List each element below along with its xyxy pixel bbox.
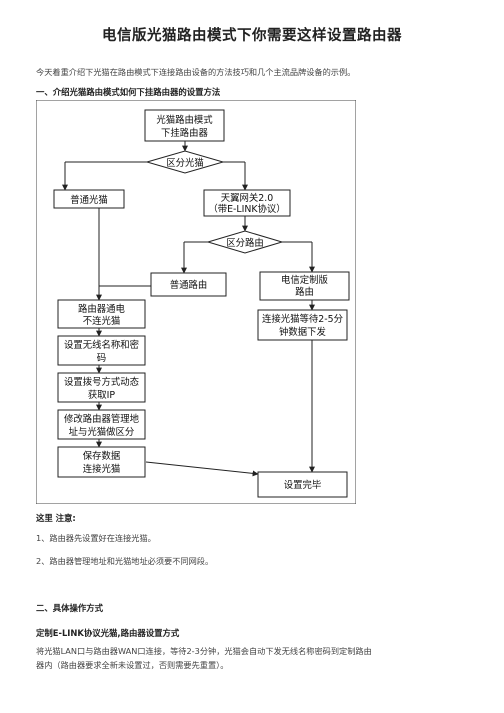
svg-text:连接光猫: 连接光猫 <box>83 463 121 475</box>
node-done: 设置完毕 <box>257 471 348 498</box>
node-modify-address: 修改路由器管理地 址与光猫做区分 <box>57 409 146 440</box>
body-line: 将光猫LAN口与路由器WAN口连接，等待2-3分钟，光猫会自动下发无线名称密码到… <box>36 646 372 656</box>
svg-text:下挂路由器: 下挂路由器 <box>161 127 209 139</box>
note-item: 1、路由器先设置好在连接光猫。 <box>36 533 156 543</box>
svg-text:天翼网关2.0: 天翼网关2.0 <box>221 192 273 204</box>
node-normal-router: 普通路由 <box>150 272 227 297</box>
body-line: 器内（路由器要求全新未设置过，否则需要先重置）。 <box>36 660 229 670</box>
page-title: 电信版光猫路由模式下你需要这样设置路由器 <box>102 28 402 44</box>
svg-text:钟数据下发: 钟数据下发 <box>279 326 327 338</box>
node-tianyi-gateway: 天翼网关2.0 （带E-LINK协议） <box>203 189 291 217</box>
svg-text:普通光猫: 普通光猫 <box>70 194 108 206</box>
node-set-dial: 设置拨号方式动态 获取IP <box>57 372 146 403</box>
decision-modem-type: 区分光猫 <box>145 150 225 174</box>
node-save-connect: 保存数据 连接光猫 <box>57 446 146 478</box>
svg-text:路由器通电: 路由器通电 <box>78 303 125 315</box>
svg-text:获取IP: 获取IP <box>88 390 116 401</box>
node-telecom-router: 电信定制版 路由 <box>259 271 350 301</box>
svg-text:连接光猫等待2-5分: 连接光猫等待2-5分 <box>262 313 343 325</box>
node-start: 光猫路由模式 下挂路由器 <box>144 109 225 142</box>
svg-text:设置完毕: 设置完毕 <box>284 479 322 491</box>
intro-text: 今天着重介绍下光猫在路由模式下连接路由设备的方法技巧和几个主流品牌设备的示例。 <box>36 67 356 77</box>
svg-text:设置无线名称和密: 设置无线名称和密 <box>64 339 139 351</box>
setup-flowchart: 光猫路由模式 下挂路由器 区分光猫 普通光猫 天翼网关2.0 （带E-LINK协… <box>36 100 356 504</box>
svg-text:区分光猫: 区分光猫 <box>166 157 204 169</box>
node-connect-wait: 连接光猫等待2-5分 钟数据下发 <box>257 309 348 341</box>
note-heading: 这里 注意: <box>36 513 76 523</box>
node-set-wifi: 设置无线名称和密 码 <box>57 335 146 366</box>
svg-text:码: 码 <box>97 353 106 364</box>
decision-router-type: 区分路由 <box>206 230 284 254</box>
section2-heading: 二、具体操作方式 <box>36 603 103 613</box>
svg-text:保存数据: 保存数据 <box>83 450 121 462</box>
svg-text:电信定制版: 电信定制版 <box>281 274 329 286</box>
section1-heading: 一、介绍光猫路由模式如何下挂路由器的设置方法 <box>36 87 221 97</box>
svg-text:路由: 路由 <box>295 286 314 298</box>
svg-text:修改路由器管理地: 修改路由器管理地 <box>64 413 140 425</box>
svg-text:址与光猫做区分: 址与光猫做区分 <box>69 426 135 438</box>
svg-text:区分路由: 区分路由 <box>226 237 264 249</box>
subheading: 定制E-LINK协议光猫,路由器设置方式 <box>36 628 180 638</box>
svg-text:（带E-LINK协议）: （带E-LINK协议） <box>208 203 285 215</box>
svg-text:普通路由: 普通路由 <box>170 279 208 291</box>
note-item: 2、路由器管理地址和光猫地址必须要不同网段。 <box>36 556 214 566</box>
svg-text:设置拨号方式动态: 设置拨号方式动态 <box>64 376 139 388</box>
node-normal-modem: 普通光猫 <box>53 189 125 209</box>
svg-text:光猫路由模式: 光猫路由模式 <box>156 114 213 126</box>
svg-text:不连光猫: 不连光猫 <box>83 315 121 327</box>
node-router-power: 路由器通电 不连光猫 <box>57 299 146 329</box>
